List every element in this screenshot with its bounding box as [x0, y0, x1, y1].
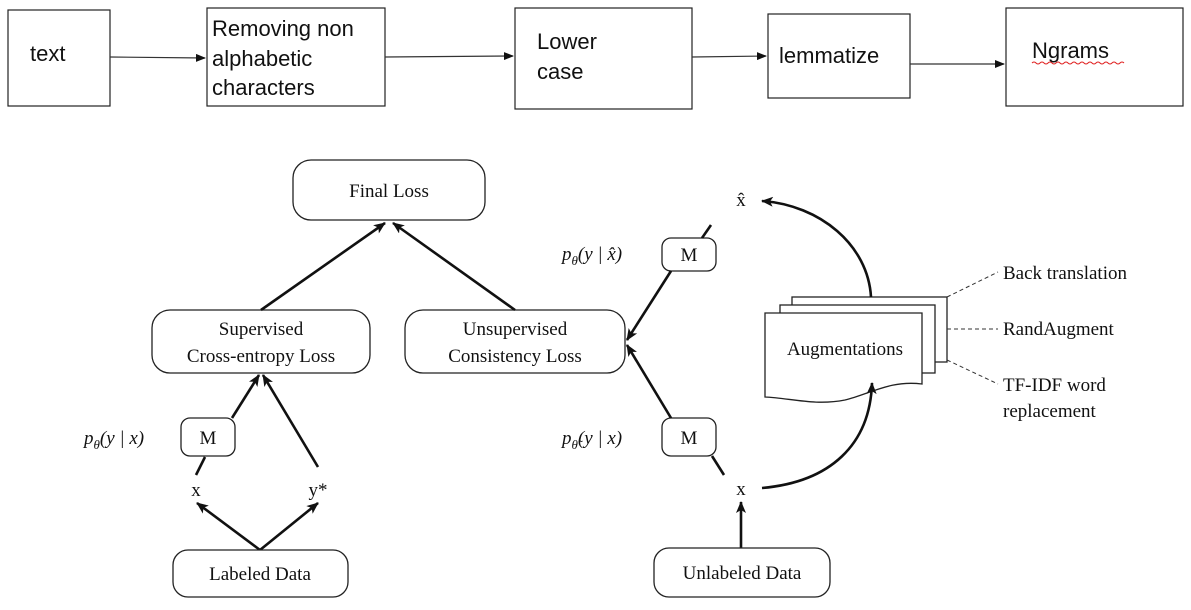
model-unlabeled: M — [661, 417, 717, 457]
step-lowercase-line-1: Lower — [537, 29, 597, 54]
dash-tfidf — [946, 359, 999, 385]
unsupervised-loss-node: Unsupervised Consistency Loss — [404, 309, 626, 374]
arrow-unsupervised-to-final — [392, 221, 516, 312]
labeled-data-label: Labeled Data — [209, 564, 311, 585]
line-xhat-to-model — [700, 224, 713, 239]
step-remove-line-2: alphabetic — [212, 46, 312, 71]
x-labeled: x — [191, 480, 201, 501]
model-label: M — [681, 428, 698, 449]
unsupervised-loss-line-1: Unsupervised — [463, 319, 568, 340]
line-x-to-model — [194, 456, 207, 476]
p-theta-y-given-xhat: pθ(y | x̂) — [560, 244, 622, 268]
arrow-3 — [691, 52, 767, 61]
method-randaugment: RandAugment — [1003, 319, 1115, 340]
method-back-translation: Back translation — [1003, 263, 1127, 284]
arrow-x-to-augment — [761, 382, 877, 490]
model-augmented: M — [661, 237, 717, 272]
line-x-to-model-2 — [710, 455, 726, 476]
step-ngrams: Ngrams — [1005, 7, 1184, 107]
step-ngrams-label: Ngrams — [1032, 38, 1109, 63]
arrow-model-to-unsupervised-2 — [625, 344, 673, 419]
step-lemmatize: lemmatize — [767, 13, 911, 99]
uda-diagram: Final Loss Supervised Cross-entropy Loss… — [82, 159, 1127, 598]
supervised-loss-line-1: Supervised — [219, 319, 304, 340]
arrow-2 — [384, 52, 514, 61]
augmentations-label: Augmentations — [787, 339, 903, 360]
p-theta-y-given-x: pθ(y | x) — [82, 428, 144, 452]
unlabeled-data-node: Unlabeled Data — [653, 547, 831, 598]
method-tfidf-line-2: replacement — [1003, 401, 1097, 422]
step-remove-nonalpha: Removing non alphabetic characters — [206, 7, 386, 107]
arrow-model-to-unsupervised-1 — [625, 270, 673, 341]
arrow-ystar-to-supervised — [261, 374, 320, 468]
arrow-model-to-supervised — [230, 374, 261, 419]
step-text-label: text — [30, 41, 65, 66]
spellcheck-underline — [1031, 61, 1125, 65]
step-lemmatize-label: lemmatize — [779, 43, 879, 68]
model-label: M — [200, 428, 217, 449]
model-supervised: M — [180, 417, 236, 457]
x-unlabeled: x — [736, 479, 746, 500]
arrow-1 — [109, 53, 206, 62]
supervised-loss-node: Supervised Cross-entropy Loss — [151, 309, 371, 374]
step-remove-line-1: Removing non — [212, 16, 354, 41]
dash-back-translation — [946, 271, 999, 298]
method-tfidf-line-1: TF-IDF word — [1003, 375, 1106, 396]
x-hat: x̂ — [736, 190, 746, 211]
arrow-augment-to-xhat — [761, 196, 873, 298]
unsupervised-loss-line-2: Consistency Loss — [448, 346, 582, 367]
unlabeled-data-label: Unlabeled Data — [683, 563, 802, 584]
final-loss-label: Final Loss — [349, 181, 429, 202]
model-label: M — [681, 245, 698, 266]
final-loss-node: Final Loss — [292, 159, 486, 221]
step-lowercase: Lower case — [514, 7, 693, 110]
p-theta-tilde-y-given-x: pθ̃(y | x) — [560, 428, 622, 452]
step-lowercase-line-2: case — [537, 59, 583, 84]
arrow-supervised-to-final — [260, 221, 386, 312]
labeled-data-node: Labeled Data — [172, 549, 349, 598]
pipeline: text Removing non alphabetic characters … — [7, 7, 1184, 110]
arrow-data-to-ystar — [259, 501, 319, 552]
augmentations-node: Augmentations — [764, 296, 948, 403]
supervised-loss-line-2: Cross-entropy Loss — [187, 346, 335, 367]
arrow-data-to-x — [196, 501, 261, 552]
step-text: text — [7, 9, 111, 107]
y-star: y* — [309, 480, 328, 501]
step-remove-line-3: characters — [212, 75, 315, 100]
